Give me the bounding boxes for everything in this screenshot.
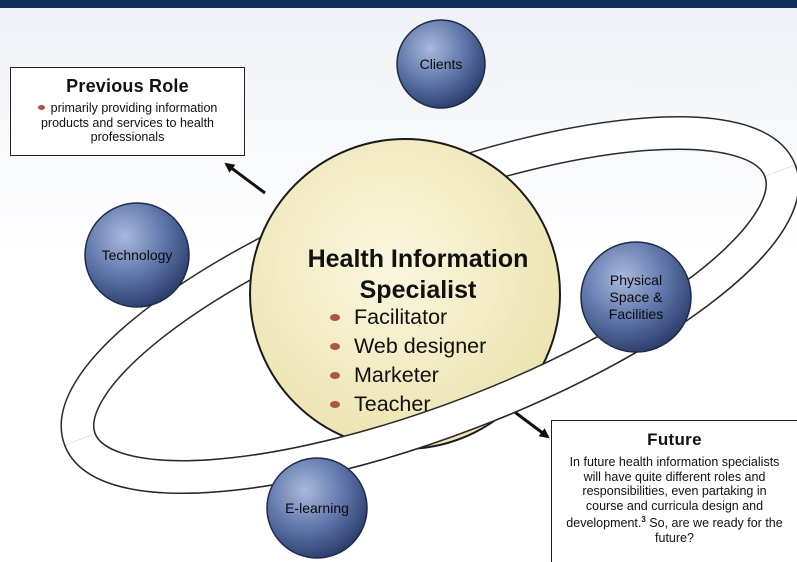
orbit-ring-front bbox=[64, 164, 797, 495]
role-label: Facilitator bbox=[354, 305, 448, 329]
role-item: Teacher bbox=[330, 390, 486, 419]
top-bar bbox=[0, 0, 797, 8]
bullet-icon bbox=[330, 401, 340, 408]
clients-label: Clients bbox=[419, 55, 463, 72]
future-box: Future In future health information spec… bbox=[551, 420, 797, 562]
roles-list: Facilitator Web designer Marketer Teache… bbox=[330, 303, 486, 419]
clients-sphere bbox=[396, 19, 486, 109]
arrow-to-future bbox=[511, 408, 550, 439]
future-reference: 3 bbox=[641, 515, 646, 524]
technology-label: Technology bbox=[101, 246, 173, 263]
role-label: Teacher bbox=[354, 392, 431, 416]
future-text: In future health information specialists… bbox=[562, 455, 787, 545]
physical-space-label: Physical Space & Facilities bbox=[608, 271, 664, 322]
future-title: Future bbox=[647, 430, 702, 449]
future-text-main: In future health information specialists… bbox=[566, 455, 780, 531]
role-label: Marketer bbox=[354, 363, 439, 387]
bullet-icon bbox=[330, 314, 340, 321]
arrow-to-previous-role bbox=[224, 162, 266, 195]
bullet-icon bbox=[37, 105, 45, 111]
previous-role-description: primarily providing information products… bbox=[40, 101, 218, 144]
previous-role-box: Previous Role primarily providing inform… bbox=[10, 67, 245, 156]
role-item: Marketer bbox=[330, 361, 486, 390]
center-title: Health Information Specialist bbox=[307, 245, 529, 304]
previous-role-text: primarily providing information products… bbox=[23, 101, 232, 145]
role-label: Web designer bbox=[354, 334, 487, 358]
future-text-question: So, are we ready for the future? bbox=[645, 516, 783, 545]
previous-role-title: Previous Role bbox=[66, 76, 189, 96]
bullet-icon bbox=[330, 343, 340, 350]
elearning-sphere bbox=[266, 457, 368, 559]
role-item: Web designer bbox=[330, 332, 486, 361]
bullet-icon bbox=[330, 372, 340, 379]
physical-sphere bbox=[580, 241, 692, 353]
role-item: Facilitator bbox=[330, 303, 486, 332]
technology-sphere bbox=[84, 202, 190, 308]
elearning-label: E-learning bbox=[285, 499, 349, 516]
